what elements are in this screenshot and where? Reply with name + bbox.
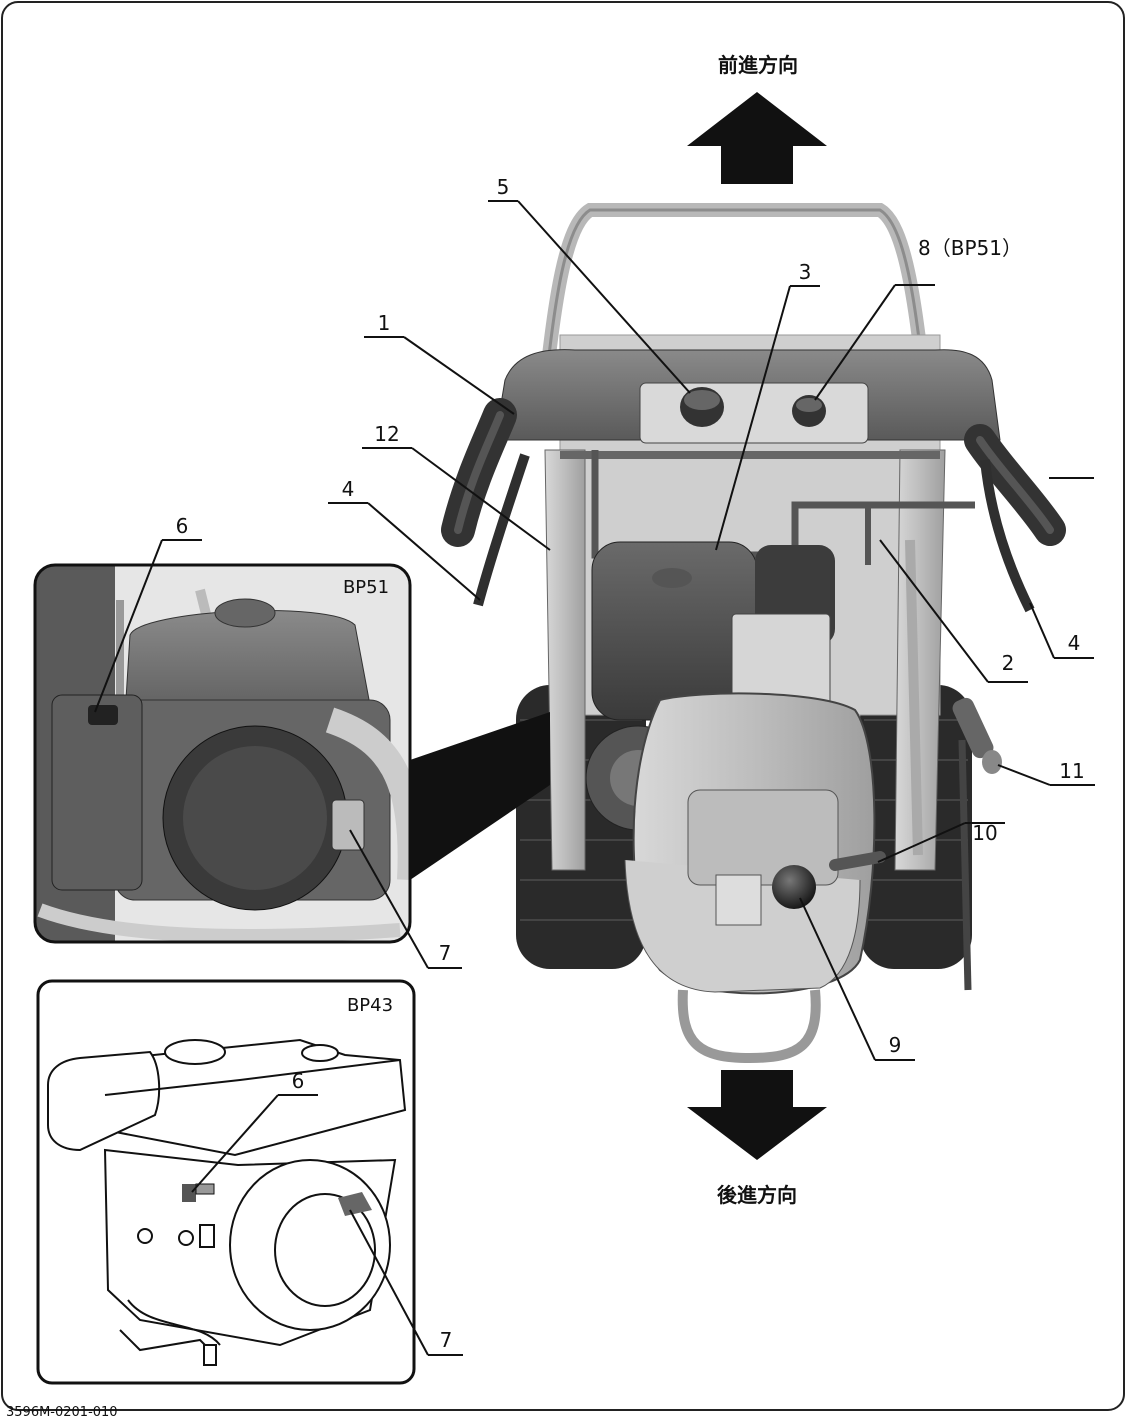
callout-1: 1 (378, 311, 391, 335)
bp51-inset-label: BP51 (343, 577, 389, 598)
callout-10: 10 (972, 821, 997, 845)
callout-4-right: 4 (1068, 631, 1081, 655)
forward-direction-label: 前進方向 (718, 53, 798, 77)
callout-6-bp43: 6 (292, 1069, 305, 1093)
reverse-arrow-icon (687, 1070, 827, 1160)
leader-lines (94, 200, 1095, 1356)
callout-5: 5 (497, 175, 510, 199)
forward-arrow-icon (687, 92, 827, 184)
bp51-inset-frame (33, 563, 412, 944)
callout-3: 3 (799, 260, 812, 284)
callout-9: 9 (889, 1033, 902, 1057)
callout-7-bp51: 7 (439, 941, 452, 965)
figure-code: 3596M-0201-010 (6, 1405, 118, 1420)
callout-8-bp51: 8（BP51） (918, 236, 1022, 260)
bp43-inset: BP43 (36, 979, 416, 1385)
callout-11: 11 (1059, 759, 1084, 783)
callout-2: 2 (1002, 651, 1015, 675)
callout-6-bp51: 6 (176, 514, 189, 538)
inset-pointer (410, 712, 550, 880)
bp51-inset: BP51 (33, 563, 412, 944)
callout-12: 12 (374, 422, 399, 446)
callout-7-bp43: 7 (440, 1328, 453, 1352)
reverse-direction-label: 後進方向 (717, 1183, 797, 1207)
bp43-inset-label: BP43 (347, 995, 393, 1016)
callout-4-left: 4 (342, 477, 355, 501)
